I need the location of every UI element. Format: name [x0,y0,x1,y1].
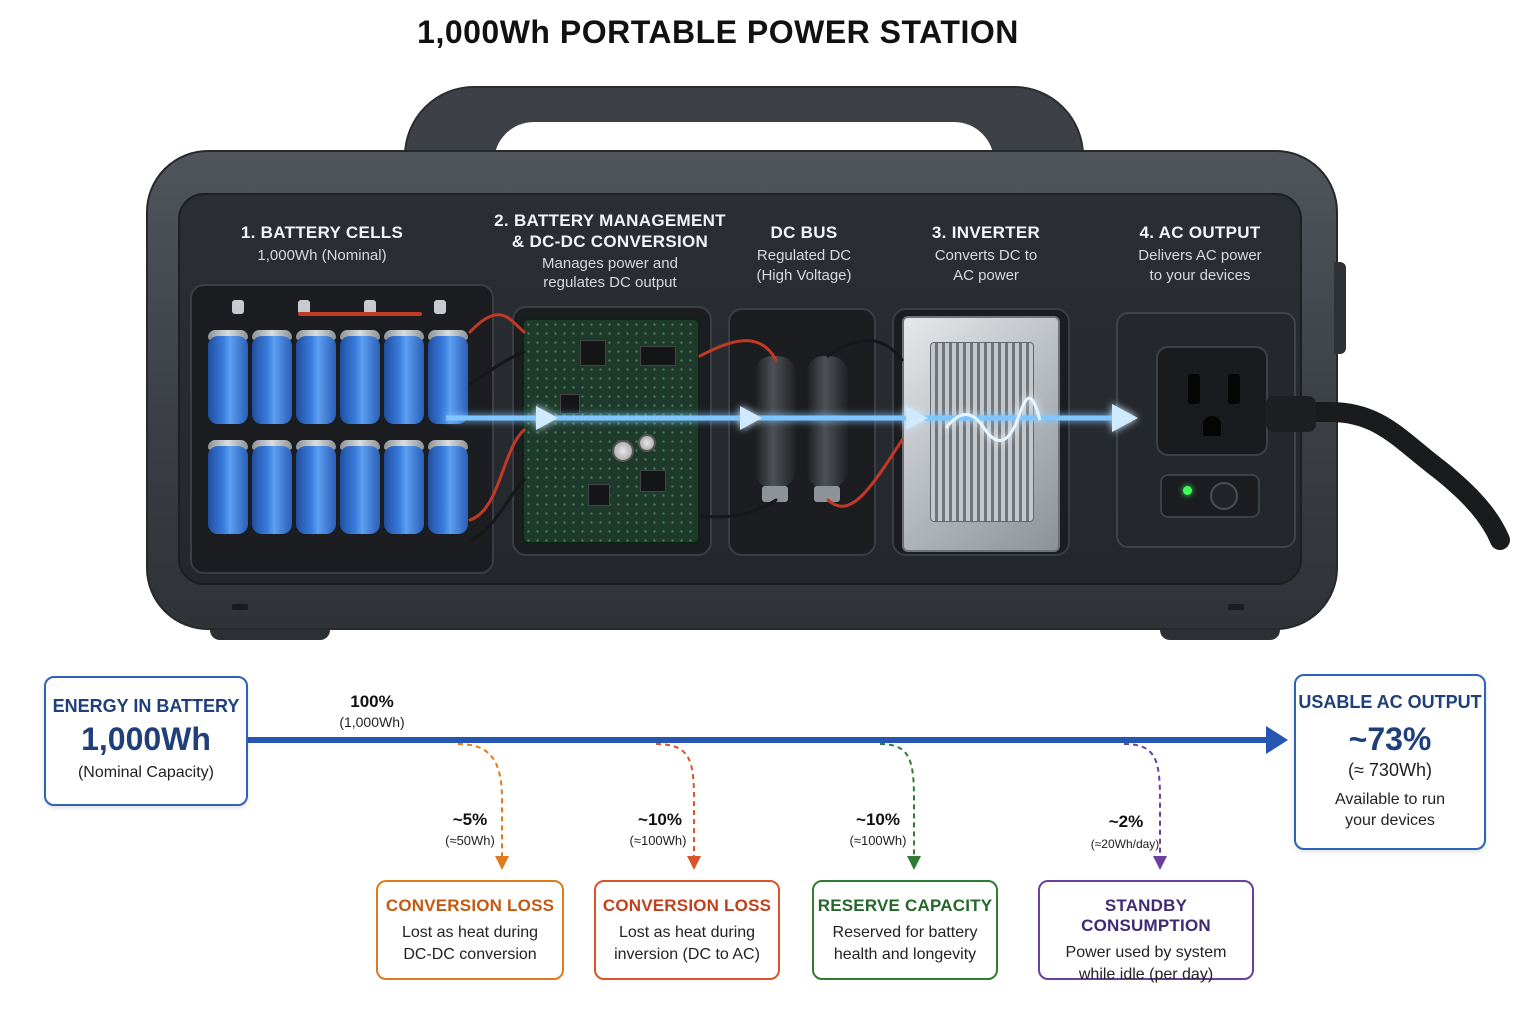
usable-wh: (≈ 730Wh) [1348,760,1432,780]
pcb-chip [560,394,580,414]
usable-heading: USABLE AC OUTPUT [1298,692,1482,712]
battery-cell-cap [384,440,424,450]
flow-start-pct: 100% [350,692,394,711]
loss-3-line-1: Reserved for battery [832,924,978,941]
stage-dcbus-sub-2: (High Voltage) [756,267,852,284]
pcb-capacitor [612,440,634,462]
stage-dcbus-sub-1: Regulated DC [756,247,852,264]
stage-3-sub-1: Converts DC to [934,247,1038,264]
battery-cell [340,446,380,534]
loss-4-line-1: Power used by system [1065,944,1227,961]
pcb-chip [640,346,676,366]
loss-2-pct: ~10% [638,810,682,829]
stage-2-sub-1: Manages power and [542,255,678,272]
energy-flow-arrowhead [1266,726,1288,754]
pcb-capacitor [638,434,656,452]
battery-cell [340,336,380,424]
inverter-heatsink [930,342,1034,522]
battery-cell [208,336,248,424]
battery-cell [208,446,248,534]
battery-cell [252,446,292,534]
energy-in-value: 1,000Wh [81,721,211,757]
side-port-cover [1334,262,1346,354]
power-led-icon [1183,486,1192,495]
loss-1-pct: ~5% [452,810,488,829]
stage-dcbus-heading: DC BUS [770,223,838,242]
loss-box-standby: STANDBY CONSUMPTION Power used by system… [1038,880,1254,983]
energy-in-heading: ENERGY IN BATTERY [52,696,240,716]
loss-4-wh: (≈20Wh/day) [1090,837,1160,851]
battery-cell-cap [252,440,292,450]
loss-4-title: STANDBY CONSUMPTION [1081,896,1211,935]
battery-terminal [232,300,244,314]
power-button[interactable] [1210,482,1238,510]
dc-bus-capacitor [754,356,796,488]
battery-cell [428,446,468,534]
stage-2-heading: 2. BATTERY MANAGEMENT [494,211,726,230]
loss-2-line-2: inversion (DC to AC) [614,946,760,963]
loss-2-line-1: Lost as heat during [618,924,756,941]
ac-outlet[interactable] [1156,346,1268,456]
battery-cell [296,336,336,424]
battery-cell-cap [340,440,380,450]
usable-note-2: your devices [1345,812,1435,829]
loss-3-wh: (≈100Wh) [849,833,907,848]
loss-2-wh: (≈100Wh) [629,833,687,848]
usable-value: ~73% [1348,721,1432,757]
loss-3-pct: ~10% [856,810,900,829]
energy-in-battery-box: ENERGY IN BATTERY 1,000Wh (Nominal Capac… [44,676,248,806]
battery-cell-cap [208,440,248,450]
usable-ac-output-box: USABLE AC OUTPUT ~73% (≈ 730Wh) Availabl… [1294,674,1486,850]
battery-cell-cap [296,330,336,340]
battery-cell-cap [384,330,424,340]
battery-cell-cap [428,330,468,340]
loss-4-pct: ~2% [1108,812,1144,831]
loss-1-wh: (≈50Wh) [445,833,495,848]
loss-2-title: CONVERSION LOSS [602,896,772,915]
stage-1-sub: 1,000Wh (Nominal) [257,247,387,264]
stage-4-sub-2: to your devices [1149,267,1251,284]
stage-2-heading-line2: & DC-DC CONVERSION [511,232,709,251]
battery-cell-cap [208,330,248,340]
battery-terminal [298,300,310,314]
loss-4-line-2: while idle (per day) [1078,966,1214,983]
battery-cell [252,336,292,424]
loss-3-title: RESERVE CAPACITY [817,896,993,915]
battery-cell [384,446,424,534]
usable-note-1: Available to run [1335,791,1445,808]
stage-2-sub-2: regulates DC output [543,274,677,291]
loss-box-dcdc-conversion: CONVERSION LOSS Lost as heat during DC-D… [376,880,564,980]
pcb-chip [580,340,606,366]
loss-box-inversion: CONVERSION LOSS Lost as heat during inve… [594,880,780,980]
battery-cell [384,336,424,424]
loss-1-title: CONVERSION LOSS [385,896,555,915]
page-title: 1,000Wh PORTABLE POWER STATION [417,14,1019,50]
battery-cell [296,446,336,534]
battery-terminal [434,300,446,314]
battery-cell [428,336,468,424]
stage-3-heading: 3. INVERTER [931,223,1041,242]
loss-1-line-2: DC-DC conversion [403,946,537,963]
battery-cell-cap [340,330,380,340]
pcb-chip [588,484,610,506]
dc-bus-compartment [728,308,876,556]
battery-cell-cap [428,440,468,450]
loss-3-line-2: health and longevity [833,946,977,963]
loss-box-reserve-capacity: RESERVE CAPACITY Reserved for battery he… [812,880,998,980]
stage-4-heading: 4. AC OUTPUT [1139,223,1261,242]
dc-bus-capacitor [806,356,848,488]
stage-4-sub-1: Delivers AC power [1138,247,1262,264]
battery-cell-cap [296,440,336,450]
battery-terminal [364,300,376,314]
flow-start-wh: (1,000Wh) [339,714,405,730]
stage-1-heading: 1. BATTERY CELLS [240,223,404,242]
loss-1-line-1: Lost as heat during [401,924,539,941]
battery-cell-cap [252,330,292,340]
pcb-chip [640,470,666,492]
energy-in-note: (Nominal Capacity) [77,764,215,781]
stage-3-sub-2: AC power [953,267,1019,284]
